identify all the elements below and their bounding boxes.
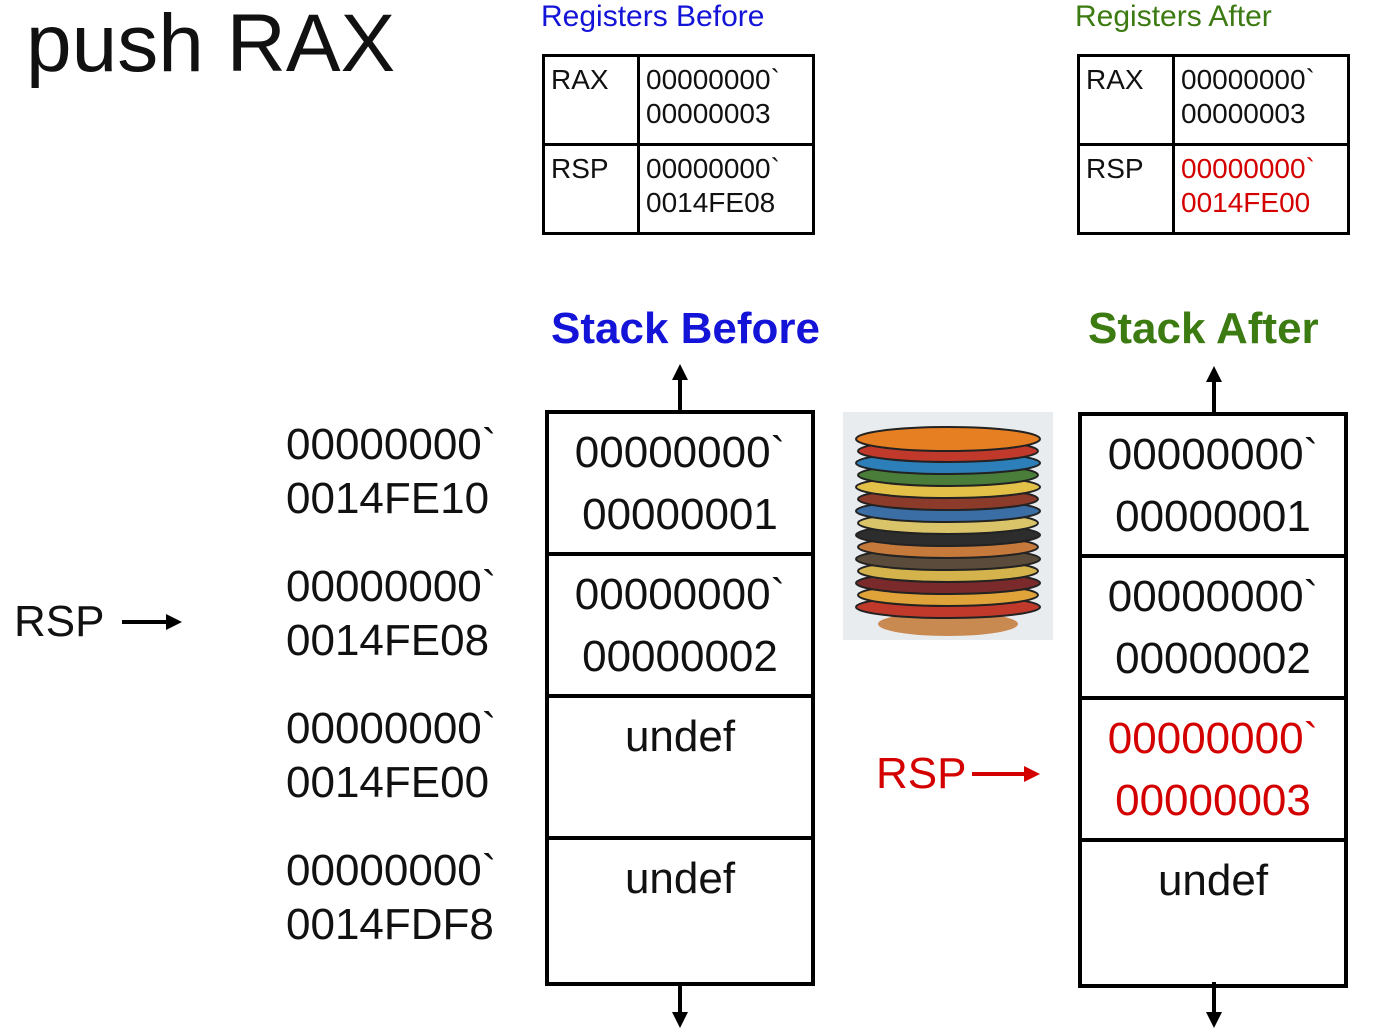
register-value-line2: 0014FE00: [1181, 187, 1311, 218]
register-value-line1: 00000000`: [1181, 153, 1315, 184]
stack-cell-line1: 00000000`: [574, 570, 786, 619]
address-label: 00000000` 0014FE00: [286, 702, 496, 810]
registers-after-table: RAX 00000000` 00000003 RSP 00000000` 001…: [1077, 54, 1350, 235]
stack-cell-pushed: 00000000` 00000003: [1082, 700, 1344, 842]
address-line2: 0014FDF8: [286, 900, 494, 949]
stack-cell-line1: undef: [1157, 856, 1269, 905]
address-line1: 00000000`: [286, 562, 497, 611]
rsp-before-label: RSP: [14, 597, 105, 646]
stack-cell: 00000000` 00000002: [1082, 558, 1344, 700]
stack-cell-line2: 00000001: [1115, 492, 1311, 541]
address-line2: 0014FE08: [286, 616, 490, 665]
address-label: 00000000` 0014FE08: [286, 560, 496, 668]
page-title: push RAX: [26, 0, 396, 89]
register-value-line2: 0014FE08: [646, 187, 776, 218]
register-value: 00000000` 00000003: [637, 54, 815, 146]
stack-before-up-arrow: [672, 364, 688, 410]
stack-cell: 00000000` 00000001: [1082, 416, 1344, 558]
stack-cell-line1: 00000000`: [1107, 430, 1319, 479]
register-value: 00000000` 0014FE08: [637, 143, 815, 235]
register-value: 00000000` 00000003: [1172, 54, 1350, 146]
registers-before-table: RAX 00000000` 00000003 RSP 00000000` 001…: [542, 54, 815, 235]
rsp-before-arrow: [122, 614, 182, 630]
stack-cell-line2: 00000002: [582, 632, 778, 681]
address-line2: 0014FE00: [286, 758, 490, 807]
register-row-rax: RAX 00000000` 00000003: [542, 54, 815, 146]
stack-cell-line2: 00000003: [1115, 776, 1311, 825]
register-row-rax: RAX 00000000` 00000003: [1077, 54, 1350, 146]
stack-cell: undef: [549, 698, 811, 840]
register-value-line1: 00000000`: [1181, 64, 1315, 95]
stack-before-down-arrow: [672, 982, 688, 1028]
register-value-line2: 00000003: [1181, 98, 1306, 129]
stack-cell-line1: 00000000`: [1107, 714, 1319, 763]
register-value-changed: 00000000` 0014FE00: [1172, 143, 1350, 235]
address-line1: 00000000`: [286, 704, 497, 753]
stack-cell-line2: 00000002: [1115, 634, 1311, 683]
address-label: 00000000` 0014FE10: [286, 418, 496, 526]
stack-cell: undef: [549, 840, 811, 982]
stack-cell-line1: undef: [624, 854, 736, 903]
stack-before: 00000000` 00000001 00000000` 00000002 un…: [545, 410, 815, 986]
stack-cell-line1: 00000000`: [1107, 572, 1319, 621]
stack-cell: 00000000` 00000002: [549, 556, 811, 698]
register-name: RAX: [1077, 54, 1175, 146]
register-row-rsp: RSP 00000000` 0014FE00: [1077, 143, 1350, 235]
register-name: RSP: [542, 143, 640, 235]
register-value-line2: 00000003: [646, 98, 771, 129]
register-value-line1: 00000000`: [646, 153, 780, 184]
address-line1: 00000000`: [286, 846, 497, 895]
stack-cell-line1: 00000000`: [574, 428, 786, 477]
registers-before-heading: Registers Before: [541, 0, 765, 33]
stack-cell-line2: 00000001: [582, 490, 778, 539]
address-label: 00000000` 0014FDF8: [286, 844, 496, 952]
register-name: RSP: [1077, 143, 1175, 235]
stack-cell-line1: undef: [624, 712, 736, 761]
registers-after-heading: Registers After: [1075, 0, 1272, 33]
stack-cell: 00000000` 00000001: [549, 414, 811, 556]
stack-cell: undef: [1082, 842, 1344, 984]
register-name: RAX: [542, 54, 640, 146]
stack-after-up-arrow: [1206, 366, 1222, 412]
address-line1: 00000000`: [286, 420, 497, 469]
stack-before-heading: Stack Before: [551, 304, 821, 353]
address-line2: 0014FE10: [286, 474, 490, 523]
stack-of-plates-photo: [843, 412, 1053, 640]
rsp-after-label: RSP: [876, 749, 967, 798]
stack-after-down-arrow: [1206, 982, 1222, 1028]
register-value-line1: 00000000`: [646, 64, 780, 95]
rsp-after-arrow: [972, 766, 1040, 782]
stack-after-heading: Stack After: [1088, 304, 1319, 353]
register-row-rsp: RSP 00000000` 0014FE08: [542, 143, 815, 235]
stack-after: 00000000` 00000001 00000000` 00000002 00…: [1078, 412, 1348, 988]
